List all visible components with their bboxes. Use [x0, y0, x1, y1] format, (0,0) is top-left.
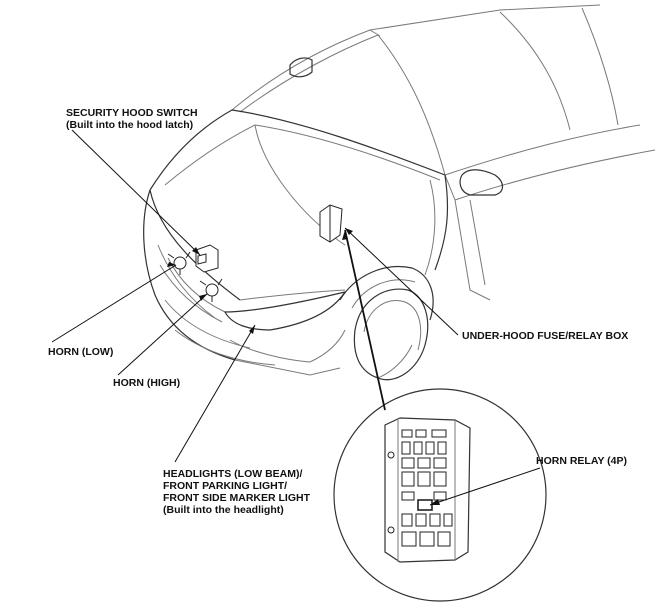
label-headlights-1: HEADLIGHTS (LOW BEAM)/ [163, 468, 302, 480]
security-hood-switch-part [195, 244, 219, 273]
label-horn-relay: HORN RELAY (4P) [536, 455, 627, 467]
arrow-headlights [249, 325, 255, 334]
label-horn-high: HORN (HIGH) [113, 377, 180, 389]
horn-high-part [199, 278, 223, 302]
under-hood-box-part [319, 204, 343, 243]
label-headlights-4: (Built into the headlight) [163, 504, 284, 516]
leader-lines [51, 129, 541, 506]
arrow-horn-relay [430, 499, 440, 505]
headlight-lens [223, 291, 347, 331]
leader-detail-callout [344, 229, 386, 411]
detail-circle [333, 388, 547, 602]
arrow-horn-high [199, 294, 207, 301]
leader-horn-high [117, 293, 208, 376]
car-outline [143, 4, 656, 381]
leader-security-hood-switch [71, 129, 201, 256]
leader-headlights [174, 324, 256, 463]
label-horn-low: HORN (LOW) [48, 346, 113, 358]
arrow-security [192, 247, 200, 255]
arrow-detail [342, 230, 348, 240]
leader-horn-low [51, 264, 177, 343]
horn-low-part [167, 251, 191, 275]
relay-box-detail [384, 417, 471, 563]
label-headlights-3: FRONT SIDE MARKER LIGHT [163, 492, 311, 504]
arrow-under-hood [345, 228, 353, 235]
leader-under-hood-box [344, 227, 459, 336]
label-under-hood-box: UNDER-HOOD FUSE/RELAY BOX [462, 330, 628, 342]
arrow-horn-low [167, 262, 176, 267]
label-security-hood-switch-note: (Built into the hood latch) [66, 119, 193, 131]
label-headlights-2: FRONT PARKING LIGHT/ [163, 480, 287, 492]
leader-horn-relay [429, 467, 541, 506]
label-security-hood-switch: SECURITY HOOD SWITCH [66, 107, 198, 119]
